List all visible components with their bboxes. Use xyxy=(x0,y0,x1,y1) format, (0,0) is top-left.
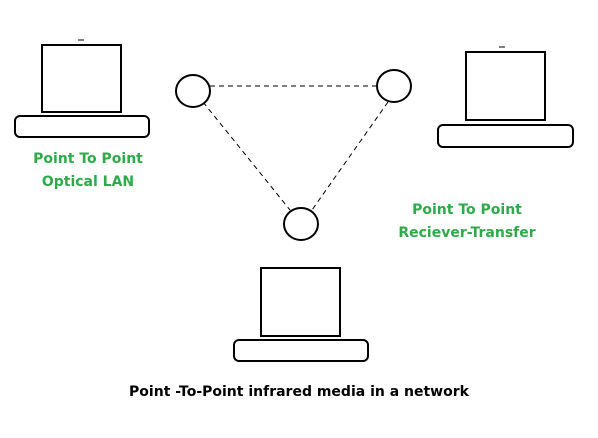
keyboard-base-icon xyxy=(437,124,574,148)
computer-top-left xyxy=(14,39,150,138)
computer-bottom xyxy=(233,267,369,362)
infrared-nodes xyxy=(175,69,412,241)
label-optical-lan: Point To Point Optical LAN xyxy=(18,148,158,194)
label-receiver-transfer: Point To Point Reciever-Transfer xyxy=(392,199,542,245)
infrared-links xyxy=(202,85,389,211)
ir-node-top-right xyxy=(376,69,412,103)
link-top-right-to-bottom xyxy=(311,101,389,211)
label-optical-lan-line1: Point To Point xyxy=(33,151,143,167)
keyboard-base-icon xyxy=(14,115,150,138)
label-optical-lan-line2: Optical LAN xyxy=(41,174,135,190)
monitor-icon xyxy=(260,267,341,337)
link-top-left-to-bottom xyxy=(202,101,291,211)
monitor-icon xyxy=(465,51,546,121)
diagram-caption: Point -To-Point infrared media in a netw… xyxy=(129,384,469,400)
monitor-icon xyxy=(41,44,122,113)
keyboard-base-icon xyxy=(233,339,369,362)
computer-top-right xyxy=(437,46,574,148)
ir-node-bottom xyxy=(283,207,319,241)
label-receiver-transfer-line2: Reciever-Transfer xyxy=(398,225,536,241)
label-receiver-transfer-line1: Point To Point xyxy=(412,202,522,218)
ir-node-top-left xyxy=(175,74,211,108)
